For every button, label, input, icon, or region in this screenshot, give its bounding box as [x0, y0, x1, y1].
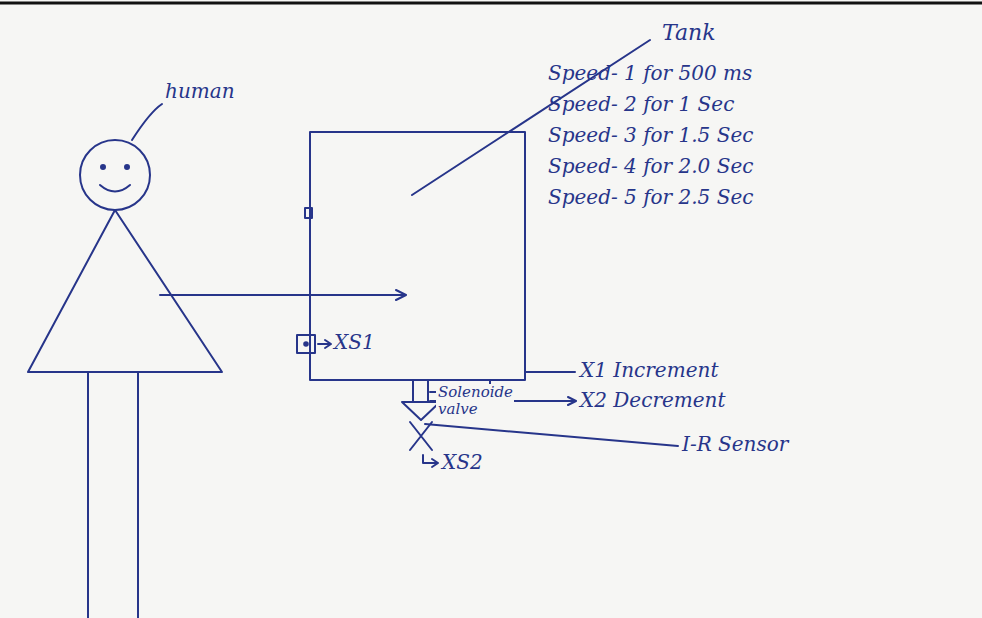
part-label: human: [165, 80, 235, 103]
signal-name: X1 Increment: [580, 359, 718, 382]
speed-note: Speed- 1 for 500 ms: [548, 62, 752, 85]
signal-name: X2 Decrement: [580, 389, 726, 412]
human-legs: [88, 372, 138, 618]
xs2-arrow: [423, 455, 438, 467]
human-body: [28, 210, 222, 372]
human-eye: [125, 165, 129, 169]
speed-note: Speed- 4 for 2.0 Sec: [548, 155, 753, 178]
speed-note: Speed- 5 for 2.5 Sec: [548, 186, 753, 209]
top-rule: [0, 2, 982, 5]
outlet-pipe: [413, 380, 428, 402]
human-arm: [160, 290, 406, 300]
tank-outline: [310, 132, 525, 380]
human-leader: [132, 104, 162, 140]
x1-leader: [525, 371, 575, 373]
nozzle: [410, 422, 432, 450]
ir-leader: [425, 424, 678, 446]
tank-marker: [305, 208, 312, 218]
speed-note: Speed- 3 for 1.5 Sec: [548, 124, 753, 147]
xs1-sensor: [297, 335, 315, 353]
human-head: [80, 140, 150, 210]
human-eye: [101, 165, 105, 169]
part-label: I-R Sensor: [682, 433, 788, 456]
part-label: Tank: [662, 20, 716, 45]
human-smile: [100, 185, 130, 192]
part-label: Solenoide valve: [436, 384, 514, 419]
sensor-dot: [304, 342, 308, 346]
sensor-name: XS2: [442, 451, 483, 474]
valve-symbol: [402, 402, 440, 420]
speed-note: Speed- 2 for 1 Sec: [548, 93, 734, 116]
xs1-arrow: [318, 340, 331, 348]
sensor-name: XS1: [334, 331, 375, 354]
